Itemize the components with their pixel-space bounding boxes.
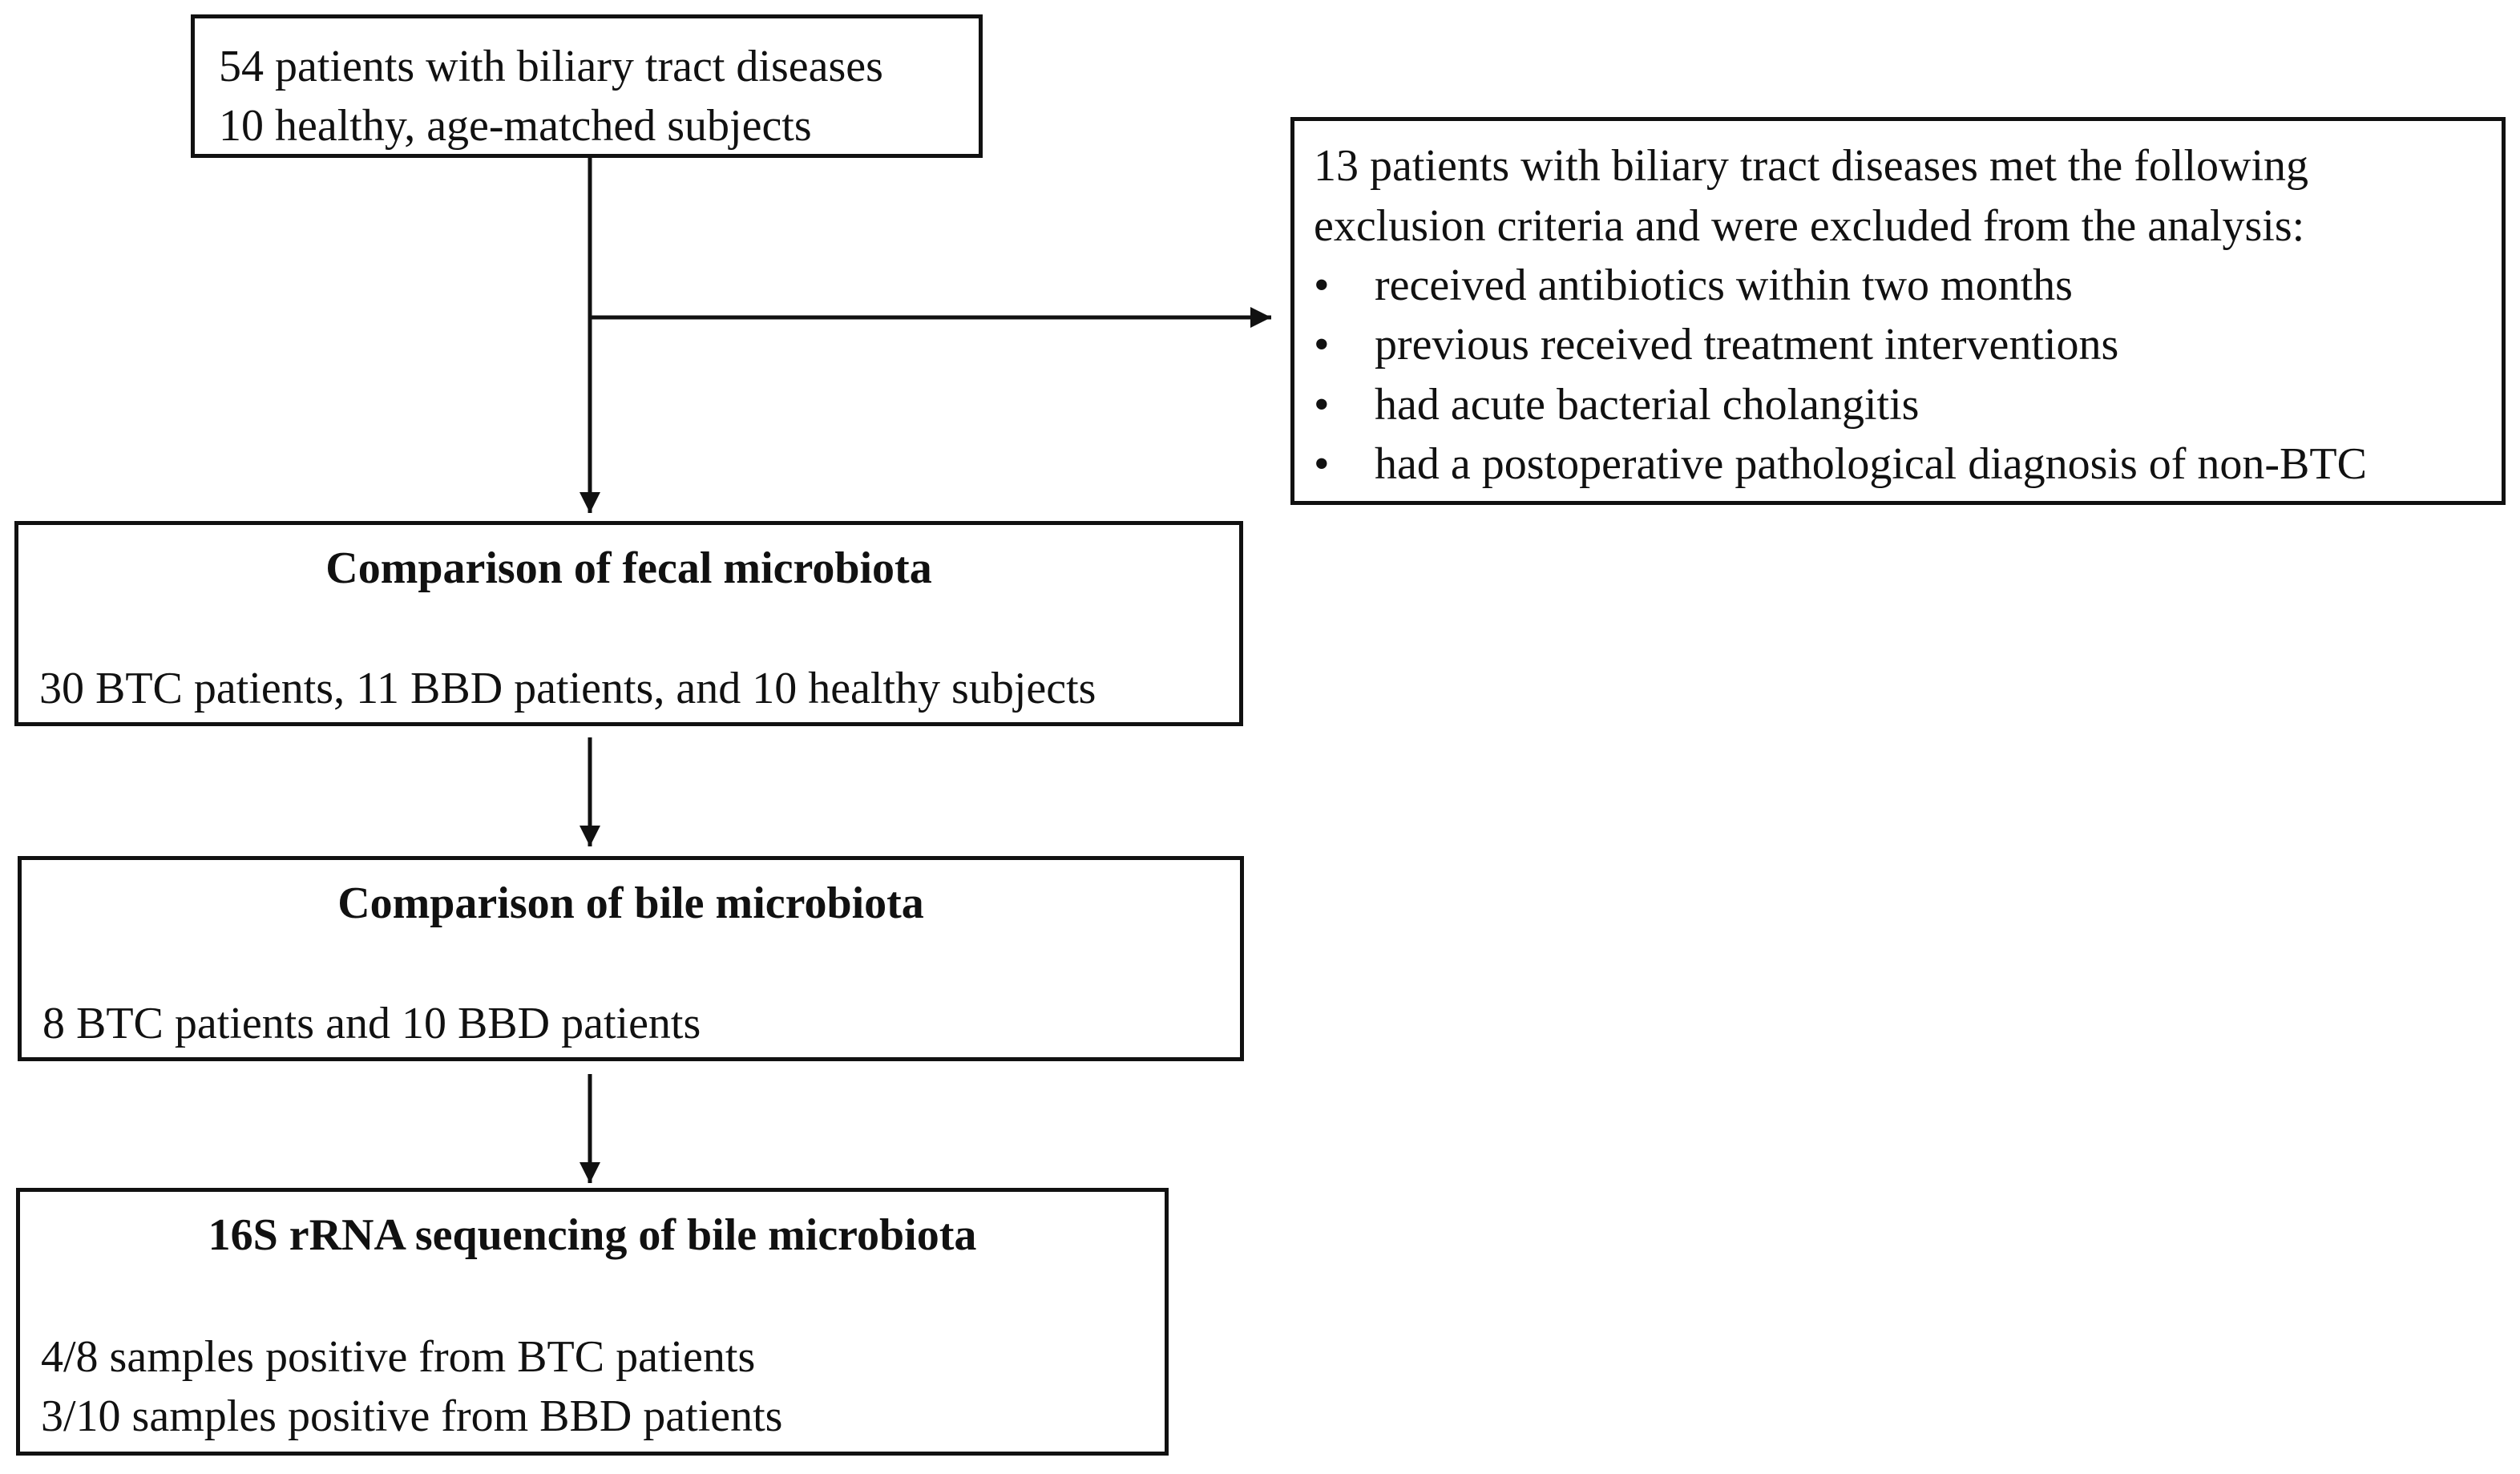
sequencing-box: 16S rRNA sequencing of bile microbiota 4… [16, 1188, 1169, 1456]
bullet-dot-4: • [1314, 439, 1330, 489]
fecal-box: Comparison of fecal microbiota 30 BTC pa… [14, 521, 1243, 726]
exclusion-intro-line-2: exclusion criteria and were excluded fro… [1314, 201, 2305, 251]
bile-title: Comparison of bile microbiota [337, 878, 924, 928]
exclusion-bullet-3: had acute bacterial cholangitis [1375, 380, 1920, 430]
start-line-1: 54 patients with biliary tract diseases [219, 42, 883, 91]
bullet-dot-2: • [1314, 320, 1330, 370]
bullet-dot-3: • [1314, 380, 1330, 430]
exclusion-intro-line-1: 13 patients with biliary tract diseases … [1314, 141, 2309, 191]
start-line-2: 10 healthy, age-matched subjects [219, 101, 812, 151]
bile-box: Comparison of bile microbiota 8 BTC pati… [18, 856, 1244, 1061]
start-box: 54 patients with biliary tract diseases … [191, 14, 983, 158]
fecal-title: Comparison of fecal microbiota [325, 543, 932, 593]
bile-line-1: 8 BTC patients and 10 BBD patients [42, 999, 701, 1048]
sequencing-line-2: 3/10 samples positive from BBD patients [41, 1391, 783, 1441]
sequencing-title: 16S rRNA sequencing of bile microbiota [208, 1210, 977, 1260]
exclusion-bullet-1: received antibiotics within two months [1375, 260, 2073, 310]
exclusion-bullet-2: previous received treatment intervention… [1375, 320, 2119, 370]
fecal-line-1: 30 BTC patients, 11 BBD patients, and 10… [39, 664, 1096, 713]
exclusion-box: 13 patients with biliary tract diseases … [1290, 117, 2506, 505]
exclusion-bullet-4: had a postoperative pathological diagnos… [1375, 439, 2367, 489]
sequencing-line-1: 4/8 samples positive from BTC patients [41, 1332, 756, 1382]
bullet-dot-1: • [1314, 260, 1330, 310]
